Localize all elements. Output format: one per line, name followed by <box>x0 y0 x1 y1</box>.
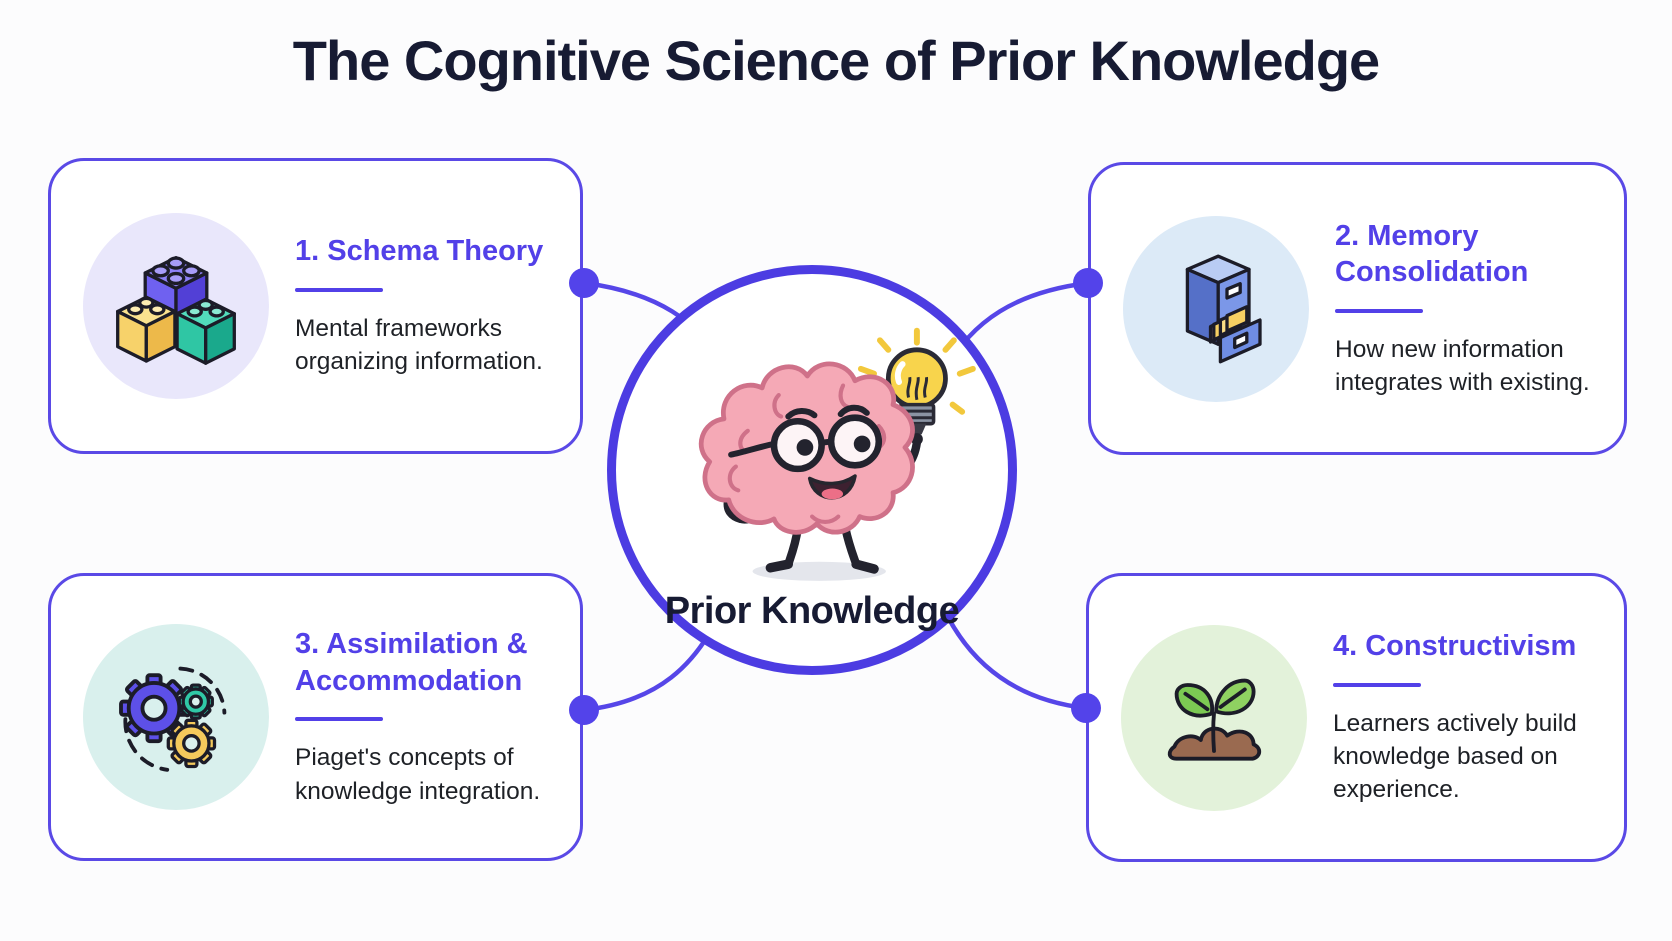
connector-dot-top-right <box>1073 268 1103 298</box>
card-schema-theory: 1. Schema Theory Mental frameworks organ… <box>48 158 583 454</box>
card-heading: 1. Schema Theory <box>295 235 544 268</box>
page-title: The Cognitive Science of Prior Knowledge <box>292 29 1380 92</box>
connector-dot-bottom-left <box>569 695 599 725</box>
card-heading: 3. Assimilation & Accommodation <box>295 628 528 697</box>
card-heading: 4. Constructivism <box>1333 630 1577 663</box>
gears-icon <box>83 624 269 810</box>
building-blocks-icon <box>83 213 269 399</box>
brain-lightbulb-icon <box>698 327 976 581</box>
connector-dot-bottom-right <box>1071 693 1101 723</box>
card-description: Learners actively build knowledge based … <box>1333 709 1577 804</box>
seedling-icon <box>1121 624 1307 811</box>
prior-knowledge-label: Prior Knowledge <box>664 590 960 632</box>
card-description: Piaget's concepts of knowledge integrati… <box>295 744 541 805</box>
card-divider <box>295 287 383 292</box>
filing-cabinet-icon <box>1123 215 1309 402</box>
card-description: How new information integrates with exis… <box>1335 335 1590 397</box>
card-divider <box>295 717 383 722</box>
card-constructivism: 4. Constructivism Learners actively buil… <box>1086 573 1627 862</box>
card-divider <box>1333 682 1421 687</box>
card-memory-consolidation: 2. Memory Consolidation How new informat… <box>1088 162 1627 455</box>
card-description: Mental frameworks organizing information… <box>295 314 543 376</box>
card-divider <box>1335 308 1423 313</box>
card-heading: 2. Memory Consolidation <box>1335 219 1529 289</box>
card-assimilation-accommodation: 3. Assimilation & Accommodation Piaget's… <box>48 573 583 861</box>
center-circle: Prior Knowledge <box>607 265 1017 675</box>
connector-dot-top-left <box>569 268 599 298</box>
